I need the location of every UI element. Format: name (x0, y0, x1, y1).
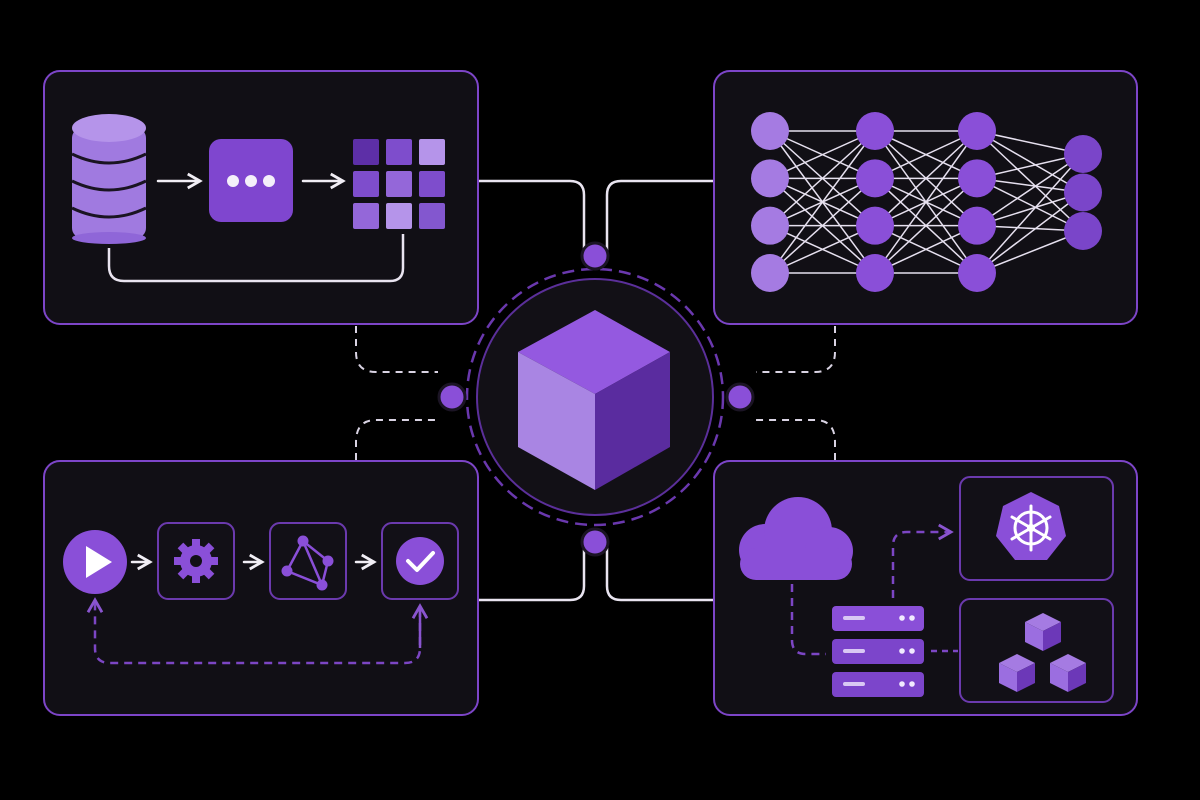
nn-connection (874, 130, 978, 274)
check-icon (396, 537, 444, 585)
connector-node-bottom (580, 527, 610, 557)
nn-connection (976, 130, 1084, 194)
panel-ci-workflow (43, 460, 479, 716)
nn-neuron (856, 112, 894, 150)
nn-connection (976, 191, 1084, 274)
nn-connection (874, 177, 978, 274)
dashed-link-upper-left (355, 326, 438, 373)
nn-neuron (958, 112, 996, 150)
kubernetes-helm-icon (996, 492, 1066, 560)
nn-connection (769, 130, 876, 274)
panel-cloud-deployment (713, 460, 1138, 716)
nn-connection (976, 153, 1084, 274)
cloud-to-server-link (790, 584, 826, 656)
nn-neuron (958, 159, 996, 198)
nn-connection (976, 130, 1084, 232)
nn-neuron (958, 206, 996, 245)
connector-node-top (580, 241, 610, 271)
play-icon (63, 530, 127, 594)
grid-matrix-icon (353, 139, 445, 229)
neural-network-icon (751, 112, 1102, 292)
connector-bottom-left (478, 542, 586, 602)
cube-icon (518, 310, 670, 490)
nn-neuron (958, 254, 996, 292)
nn-neuron (1064, 173, 1102, 212)
processing-icon (209, 139, 293, 222)
nn-connection (976, 153, 1084, 227)
connector-top-left (478, 179, 586, 254)
nn-neuron (856, 206, 894, 245)
connector-top-right (605, 179, 714, 254)
server-to-cluster-link (891, 523, 954, 598)
nn-connection (769, 130, 876, 227)
pipeline-feedback-loop (107, 234, 405, 283)
connector-bottom-right (605, 542, 714, 602)
nn-neuron (1064, 212, 1102, 250)
dashed-link-upper-right (756, 326, 836, 373)
graph-nodes-icon (281, 535, 334, 591)
containers-box (959, 598, 1114, 703)
nn-connection (976, 177, 1084, 232)
nn-connection (874, 130, 978, 227)
gear-icon (174, 539, 218, 583)
nn-neuron (1064, 135, 1102, 173)
nn-neuron (751, 159, 789, 198)
central-hub (437, 241, 755, 557)
nn-neuron (751, 206, 789, 245)
nn-neuron (751, 254, 789, 292)
database-icon (71, 114, 147, 244)
workflow-feedback-loop (86, 597, 422, 665)
connector-node-left (437, 382, 467, 412)
nn-neuron (856, 159, 894, 198)
workflow-step-build (269, 522, 347, 600)
nn-connection (769, 130, 876, 180)
server-stack-icon (832, 606, 924, 697)
dashed-link-lower-right (756, 419, 836, 460)
nn-connection (976, 230, 1084, 274)
nn-connection (769, 177, 876, 274)
container-cubes-icon (999, 613, 1086, 692)
nn-connection (769, 224, 876, 274)
dashed-link-lower-left (355, 419, 438, 460)
panel-data-pipeline (43, 70, 479, 325)
panel-neural-network (713, 70, 1138, 325)
hub-outer-dashed-ring (465, 267, 725, 527)
connector-lines (355, 179, 836, 602)
nn-neuron (856, 254, 894, 292)
nn-neuron (751, 112, 789, 150)
connector-node-right (725, 382, 755, 412)
cloud-icon (739, 497, 853, 580)
